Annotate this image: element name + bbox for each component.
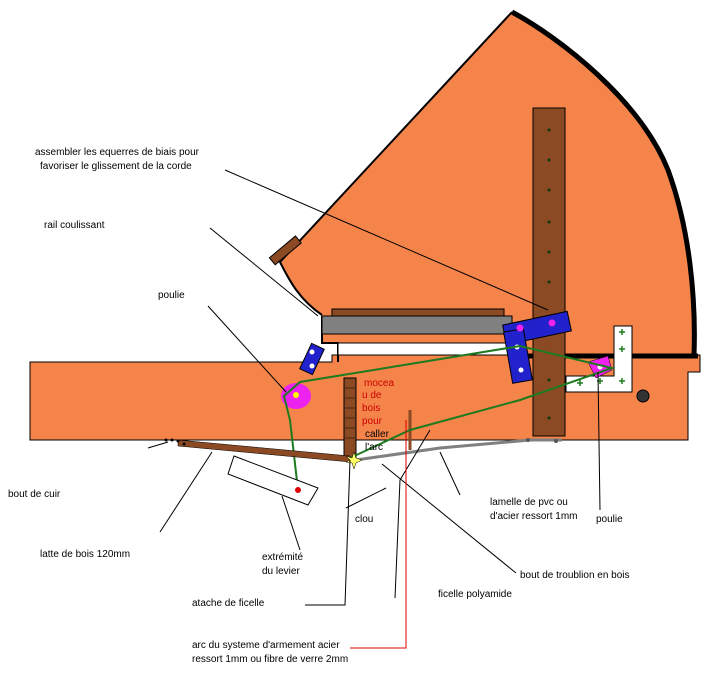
knot [636, 389, 650, 403]
label-latte: latte de bois 120mm [40, 549, 130, 560]
label-rail: rail coulissant [44, 220, 105, 231]
lamelle-dot1 [526, 438, 530, 442]
blue-bracket-left [299, 342, 325, 376]
rail-notch [337, 342, 511, 356]
clou-mark [345, 451, 363, 470]
poulie-left-axle [293, 392, 299, 398]
lever-red-point [295, 487, 301, 493]
label-poulie-left: poulie [158, 290, 185, 301]
arm-outline [510, 9, 697, 356]
wood-block-grain [345, 387, 355, 439]
arm-wood-tip [268, 235, 302, 266]
red-leader [350, 420, 407, 649]
label-extremite-1: extrémité [262, 552, 304, 563]
grey-rail [321, 315, 513, 335]
label-arc-2: ressort 1mm ou fibre de verre 2mm [192, 654, 348, 665]
label-mocea-3: bois [362, 403, 380, 414]
label-mocea-4: pour [362, 416, 383, 427]
bracket-hole-2 [518, 367, 524, 373]
label-clou: clou [355, 514, 373, 525]
label-assembler-2: favoriser le glissement de la corde [40, 161, 192, 172]
latte-lever [177, 439, 351, 463]
grey-lamelle [355, 438, 562, 462]
label-bout-cuir: bout de cuir [8, 489, 61, 500]
label-mocea-5: caller [365, 429, 390, 440]
blue-bracket-right-b [503, 328, 533, 384]
latte-end-dots [164, 438, 186, 446]
blue-bracket-left-hole2 [309, 363, 315, 369]
label-mocea-6: l'arc [365, 442, 383, 453]
label-troublion: bout de troublion en bois [520, 570, 630, 581]
label-poulie-right: poulie [596, 514, 623, 525]
green-string [282, 344, 616, 491]
leader-lines [147, 169, 601, 606]
bracket-pin-2 [548, 319, 556, 327]
label-assembler-1: assembler les equerres de biais pour [35, 147, 200, 158]
white-l-bracket [565, 325, 633, 393]
blue-bracket-left-hole [309, 349, 315, 355]
rail-wood-top [331, 308, 505, 317]
label-mocea-1: mocea [364, 378, 394, 389]
arm-body [280, 12, 695, 355]
label-ficelle-poly: ficelle polyamide [438, 589, 512, 600]
label-lamelle-2: d'acier ressort 1mm [490, 511, 578, 522]
arm-left-edge [278, 11, 513, 316]
vertical-bar-dots [547, 128, 551, 420]
label-arc-1: arc du systeme d'armement acier [192, 640, 340, 651]
label-extremite-2: du levier [262, 566, 300, 577]
lamelle-dot2 [554, 439, 558, 443]
label-attache: atache de ficelle [192, 598, 265, 609]
label-mocea-2: u de [362, 390, 382, 401]
bracket-pin-1 [516, 324, 524, 332]
lever-end-rect [227, 455, 319, 506]
label-lamelle-1: lamelle de pvc ou [490, 497, 568, 508]
